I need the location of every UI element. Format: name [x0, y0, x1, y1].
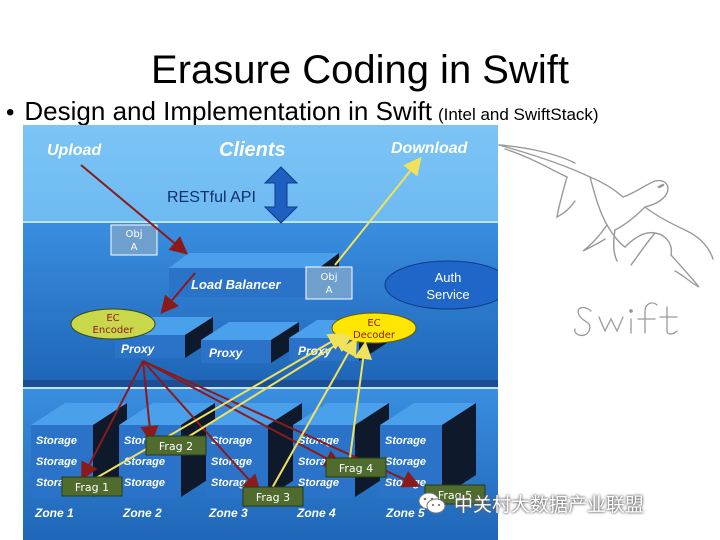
- zone-label-1: Zone 1: [34, 506, 74, 520]
- zone-label-2: Zone 2: [122, 506, 162, 520]
- storage-label: Storage: [298, 477, 339, 489]
- ec-encoder: EC Encoder: [70, 308, 156, 340]
- bullet-note: (Intel and SwiftStack): [437, 105, 599, 124]
- object-a-right: Obj A: [305, 266, 353, 300]
- object-a-left: Obj A: [110, 224, 158, 256]
- frag-4-label: Frag 4: [339, 462, 373, 475]
- fragment-1: Frag 1: [61, 476, 123, 497]
- storage-label: Storage: [211, 477, 252, 489]
- auth-line2: Service: [426, 287, 469, 302]
- ec-decoder: EC Decoder: [331, 312, 417, 344]
- storage-label: Storage: [211, 435, 252, 447]
- storage-label: Storage: [211, 456, 252, 468]
- storage-label: Storage: [124, 477, 165, 489]
- swift-wordmark: [574, 302, 678, 337]
- zone-label-4: Zone 4: [296, 506, 336, 520]
- fragment-4: Frag 4: [325, 457, 387, 478]
- swift-ec-architecture-diagram: Upload Clients Download RESTful API Obj …: [23, 125, 498, 540]
- auth-service: Auth Service: [384, 260, 498, 310]
- proxy-server-2: Proxy: [201, 322, 299, 363]
- storage-label: Storage: [124, 456, 165, 468]
- zone-labels: Zone 1 Zone 2 Zone 3 Zone 4 Zone 5: [34, 506, 425, 520]
- fragment-3: Frag 3: [242, 486, 304, 507]
- storage-label: Storage: [36, 456, 77, 468]
- load-balancer-label: Load Balancer: [191, 277, 282, 292]
- bird-upper-wing: [498, 144, 624, 198]
- upload-label: Upload: [47, 142, 102, 159]
- obj-a-right-line1: Obj: [321, 272, 338, 283]
- frag-5-label: Frag 5: [438, 489, 472, 502]
- restful-api-arrow: [263, 166, 299, 224]
- wechat-icon: [418, 492, 446, 514]
- watermark: 中关村大数据产业联盟: [418, 488, 644, 518]
- zone-label-5: Zone 5: [385, 506, 425, 520]
- storage-label: Storage: [385, 456, 426, 468]
- obj-a-left-line2: A: [131, 242, 138, 253]
- obj-a-left-line1: Obj: [126, 229, 143, 240]
- storage-label: Storage: [36, 435, 77, 447]
- fragment-2: Frag 2: [145, 435, 207, 456]
- restful-api-label: RESTful API: [167, 189, 256, 206]
- slide-title: Erasure Coding in Swift: [151, 48, 569, 92]
- auth-line1: Auth: [435, 270, 462, 285]
- ec-encoder-line2: Encoder: [93, 325, 135, 336]
- obj-a-right-line2: A: [326, 285, 333, 296]
- zone-label-3: Zone 3: [208, 506, 248, 520]
- download-label: Download: [391, 140, 469, 157]
- watermark-text: 中关村大数据产业联盟: [454, 493, 645, 516]
- frag-1-label: Frag 1: [75, 481, 109, 494]
- ec-decoder-line1: EC: [367, 318, 380, 329]
- frag-2-label: Frag 2: [159, 440, 193, 453]
- swift-logo: [498, 144, 714, 337]
- bullet-point: • Design and Implementation in Swift (Inte…: [6, 96, 720, 127]
- frag-3-label: Frag 3: [256, 491, 290, 504]
- bullet-icon: •: [6, 99, 15, 126]
- proxy-2-label: Proxy: [209, 346, 244, 360]
- proxy-1-label: Proxy: [121, 342, 156, 356]
- ec-encoder-line1: EC: [106, 313, 119, 324]
- bullet-text: Design and Implementation in Swift: [24, 96, 432, 126]
- ec-decoder-line2: Decoder: [353, 330, 396, 341]
- clients-label: Clients: [219, 139, 286, 161]
- read-path-arrows: [90, 156, 422, 491]
- storage-label: Storage: [385, 435, 426, 447]
